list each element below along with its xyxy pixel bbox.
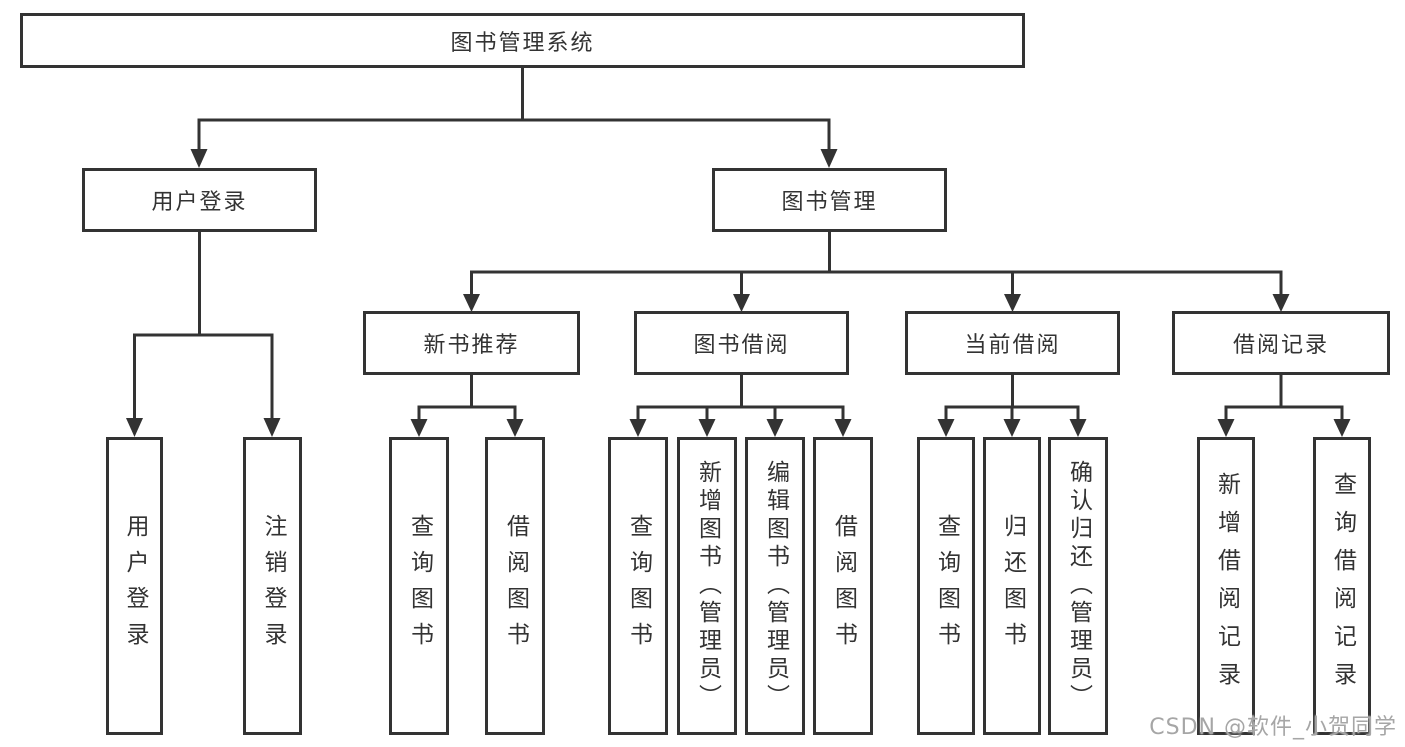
node-new-book-recommend-label: 新书推荐 — [423, 333, 520, 358]
node-borrow-records-label: 借阅记录 — [1232, 333, 1329, 358]
leaf-user-login: 用户登录 — [106, 437, 163, 735]
leaf-confirm-return-admin: 确认归还（管理员） — [1048, 437, 1108, 735]
node-user-login-label: 用户登录 — [151, 190, 248, 215]
node-user-login: 用户登录 — [82, 168, 317, 232]
node-book-borrow-label: 图书借阅 — [693, 333, 790, 358]
leaf-query-books-2-label: 查询图书 — [625, 514, 652, 658]
connector-borrow-records-to-leaves — [1217, 375, 1351, 437]
leaf-add-borrow-record-label: 新增借阅记录 — [1213, 472, 1240, 700]
node-new-book-recommend: 新书推荐 — [363, 311, 580, 375]
leaf-confirm-return-admin-label: 确认归还（管理员） — [1065, 460, 1092, 712]
leaf-query-books-3: 查询图书 — [917, 437, 975, 735]
leaf-query-books-3-label: 查询图书 — [933, 514, 960, 658]
leaf-borrow-books-1: 借阅图书 — [485, 437, 545, 735]
leaf-borrow-books-1-label: 借阅图书 — [502, 514, 529, 658]
leaf-logout-label: 注销登录 — [260, 514, 286, 658]
node-book-management-label: 图书管理 — [781, 190, 878, 215]
leaf-add-books-admin-label: 新增图书（管理员） — [694, 460, 721, 712]
node-book-borrow: 图书借阅 — [634, 311, 849, 375]
connector-book-borrow-to-leaves — [629, 375, 852, 437]
leaf-query-books-1-label: 查询图书 — [406, 514, 433, 658]
leaf-user-login-label: 用户登录 — [122, 514, 148, 658]
connector-current-borrow-to-leaves — [937, 375, 1087, 437]
leaf-query-books-1: 查询图书 — [389, 437, 449, 735]
leaf-edit-books-admin-label: 编辑图书（管理员） — [762, 460, 789, 712]
node-root: 图书管理系统 — [20, 13, 1025, 68]
node-current-borrow: 当前借阅 — [905, 311, 1120, 375]
leaf-borrow-books-2: 借阅图书 — [813, 437, 873, 735]
node-borrow-records: 借阅记录 — [1172, 311, 1390, 375]
node-root-label: 图书管理系统 — [450, 30, 595, 56]
leaf-query-borrow-record-label: 查询借阅记录 — [1329, 472, 1356, 700]
leaf-return-books: 归还图书 — [983, 437, 1041, 735]
connector-book-management-to-level3 — [463, 232, 1290, 312]
connector-root-to-level2 — [190, 68, 838, 168]
csdn-watermark: CSDN @软件_小贺同学 — [1149, 715, 1397, 740]
leaf-logout: 注销登录 — [243, 437, 302, 735]
leaf-edit-books-admin: 编辑图书（管理员） — [745, 437, 805, 735]
node-book-management: 图书管理 — [712, 168, 947, 232]
leaf-return-books-label: 归还图书 — [999, 514, 1026, 658]
connector-user-login-to-leaves — [126, 232, 281, 437]
leaf-query-borrow-record: 查询借阅记录 — [1313, 437, 1371, 735]
leaf-add-borrow-record: 新增借阅记录 — [1197, 437, 1255, 735]
connector-new-book-recommend-to-leaves — [410, 375, 524, 437]
leaf-query-books-2: 查询图书 — [608, 437, 668, 735]
node-current-borrow-label: 当前借阅 — [964, 333, 1061, 358]
leaf-borrow-books-2-label: 借阅图书 — [830, 514, 857, 658]
leaf-add-books-admin: 新增图书（管理员） — [677, 437, 737, 735]
